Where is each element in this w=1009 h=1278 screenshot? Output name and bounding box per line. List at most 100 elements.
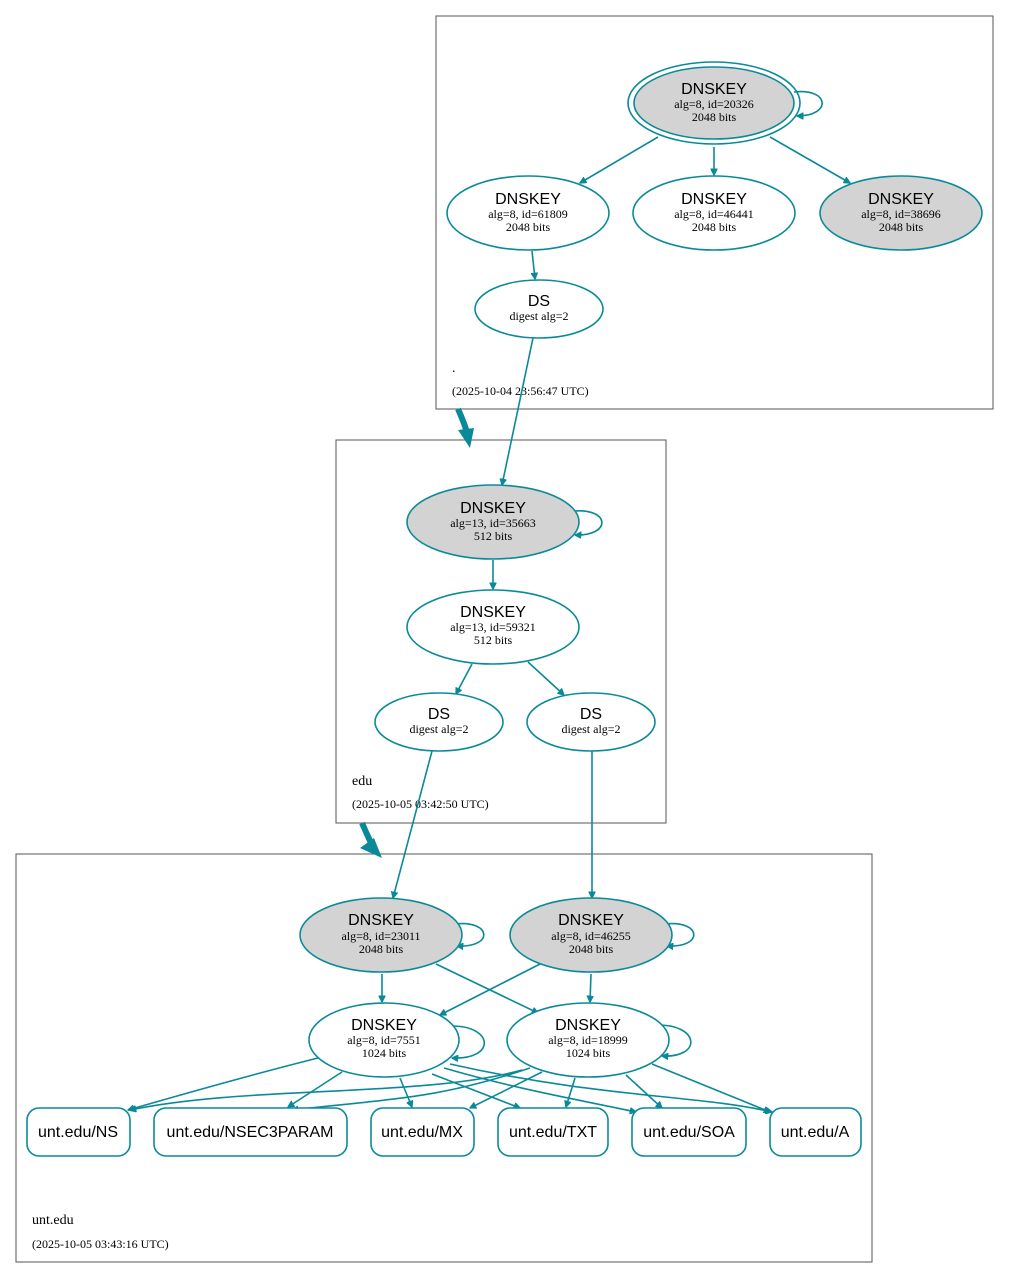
node-type-label: DNSKEY	[868, 191, 934, 208]
edge-zsk2-mx	[470, 1071, 543, 1109]
zone-edu-timestamp: (2025-10-05 03:42:50 UTC)	[352, 797, 489, 811]
self-loop-unt-ksk1	[454, 922, 485, 946]
zone-edu-box	[335, 439, 667, 824]
rrset-node-a: unt.edu/A	[769, 1107, 862, 1157]
edge-ksk2-zsk1	[440, 963, 541, 1016]
node-key-info: alg=8, id=20326	[674, 97, 754, 111]
node-type-label: DNSKEY	[495, 191, 561, 208]
rrset-node-ns: unt.edu/NS	[26, 1107, 131, 1157]
node-key-info: alg=8, id=23011	[341, 929, 420, 943]
rrset-label: unt.edu/NSEC3PARAM	[167, 1124, 334, 1141]
node-type-label: DNSKEY	[348, 912, 414, 929]
edges	[128, 136, 850, 1112]
rrset-node-nsec3param: unt.edu/NSEC3PARAM	[153, 1107, 348, 1157]
zone-edu: edu (2025-10-05 03:42:50 UTC)	[335, 439, 667, 824]
node-type-label: DNSKEY	[681, 191, 747, 208]
rrset-node-soa: unt.edu/SOA	[631, 1107, 747, 1157]
edge-ksk2-zsk2	[590, 973, 591, 1002]
dnskey-node-root-20326: DNSKEY alg=8, id=20326 2048 bits	[627, 61, 801, 145]
node-type-label: DNSKEY	[460, 500, 526, 517]
edge-root-ksk-zsk1	[580, 136, 659, 183]
dnskey-node-edu-35663: DNSKEY alg=13, id=35663 512 bits	[406, 484, 580, 560]
rrset-label: unt.edu/A	[781, 1124, 850, 1141]
node-key-size: 2048 bits	[692, 110, 737, 124]
self-loop-edu-ksk	[573, 510, 603, 535]
self-loop-unt-ksk2	[664, 922, 695, 946]
node-key-size: 512 bits	[474, 529, 513, 543]
edge-unt-ds1-ksk1	[393, 750, 433, 898]
node-key-size: 2048 bits	[506, 220, 551, 234]
dnskey-node-unt-23011: DNSKEY alg=8, id=23011 2048 bits	[299, 897, 463, 973]
rrset-node-txt: unt.edu/TXT	[497, 1107, 609, 1157]
rrset-label: unt.edu/NS	[38, 1124, 118, 1141]
node-key-info: alg=8, id=46441	[674, 207, 754, 221]
node-key-info: alg=8, id=18999	[548, 1033, 628, 1047]
node-type-label: DS	[428, 706, 450, 723]
edge-edu-zsk-ds2	[527, 661, 564, 695]
edge-zsk1-soa	[443, 1067, 636, 1112]
edge-root-ksk-key3	[769, 136, 850, 183]
node-key-size: 2048 bits	[359, 942, 404, 956]
dnskey-node-unt-18999: DNSKEY alg=8, id=18999 1024 bits	[506, 1002, 670, 1078]
zone-root: . (2025-10-04 23:56:47 UTC)	[435, 15, 994, 410]
delegation-edu-unt-head	[360, 838, 382, 858]
node-type-label: DNSKEY	[460, 604, 526, 621]
rrset-node-mx: unt.edu/MX	[370, 1107, 475, 1157]
node-key-info: alg=13, id=35663	[450, 516, 536, 530]
ds-node-unt-2: DS digest alg=2	[526, 692, 656, 752]
edge-zsk1-nsec3param	[288, 1071, 343, 1107]
zone-edu-name: edu	[352, 774, 372, 789]
zone-root-name: .	[452, 361, 456, 376]
node-digest-info: digest alg=2	[409, 722, 468, 736]
self-loop-unt-zsk2	[657, 1024, 692, 1056]
node-key-size: 1024 bits	[362, 1046, 407, 1060]
delegation-arrows	[359, 407, 474, 858]
zone-root-box	[435, 15, 994, 410]
zone-root-timestamp: (2025-10-04 23:56:47 UTC)	[452, 384, 589, 398]
edge-edu-zsk-ds1	[455, 663, 473, 694]
node-type-label: DNSKEY	[555, 1017, 621, 1034]
dnskey-node-root-61809: DNSKEY alg=8, id=61809 2048 bits	[446, 175, 610, 251]
edge-zsk1-txt	[431, 1073, 520, 1108]
node-type-label: DNSKEY	[351, 1017, 417, 1034]
node-key-info: alg=8, id=7551	[347, 1033, 421, 1047]
node-type-label: DNSKEY	[681, 81, 747, 98]
edge-zsk2-soa	[625, 1074, 662, 1108]
zone-unt-name: unt.edu	[32, 1213, 74, 1228]
zone-unt: unt.edu (2025-10-05 03:43:16 UTC)	[15, 853, 873, 1263]
node-type-label: DS	[580, 706, 602, 723]
rrset-label: unt.edu/MX	[381, 1124, 463, 1141]
node-digest-info: digest alg=2	[509, 309, 568, 323]
edge-edu-ds-ksk	[502, 337, 534, 485]
node-type-label: DNSKEY	[558, 912, 624, 929]
node-type-label: DS	[528, 293, 550, 310]
edge-zsk2-nsec3param	[292, 1067, 531, 1110]
node-key-size: 1024 bits	[566, 1046, 611, 1060]
rrset-label: unt.edu/TXT	[509, 1124, 597, 1141]
node-key-info: alg=8, id=46255	[551, 929, 631, 943]
nodes: DNSKEY alg=8, id=20326 2048 bits DNSKEY …	[299, 61, 983, 1078]
node-key-size: 2048 bits	[569, 942, 614, 956]
ds-node-edu: DS digest alg=2	[474, 279, 604, 339]
edge-ksk1-zsk2	[435, 963, 538, 1013]
zone-unt-timestamp: (2025-10-05 03:43:16 UTC)	[32, 1237, 169, 1251]
rrset-nodes: unt.edu/NS unt.edu/NSEC3PARAM unt.edu/MX…	[26, 1107, 862, 1157]
dnskey-node-root-38696: DNSKEY alg=8, id=38696 2048 bits	[819, 175, 983, 251]
node-key-size: 2048 bits	[879, 220, 924, 234]
node-digest-info: digest alg=2	[561, 722, 620, 736]
node-key-info: alg=8, id=61809	[488, 207, 568, 221]
self-loop-root-ksk	[793, 90, 823, 116]
self-loops	[452, 90, 823, 1058]
edge-zsk2-txt	[566, 1077, 576, 1107]
rrset-label: unt.edu/SOA	[643, 1124, 735, 1141]
node-key-info: alg=13, id=59321	[450, 620, 536, 634]
self-loop-unt-zsk1	[452, 1025, 485, 1058]
dnskey-node-root-46441: DNSKEY alg=8, id=46441 2048 bits	[632, 175, 796, 251]
edge-zsk1-ns	[128, 1057, 319, 1110]
node-key-size: 2048 bits	[692, 220, 737, 234]
edge-root-zsk1-ds	[532, 250, 535, 279]
node-key-info: alg=8, id=38696	[861, 207, 941, 221]
node-key-size: 512 bits	[474, 633, 513, 647]
edge-zsk2-a	[651, 1063, 770, 1112]
